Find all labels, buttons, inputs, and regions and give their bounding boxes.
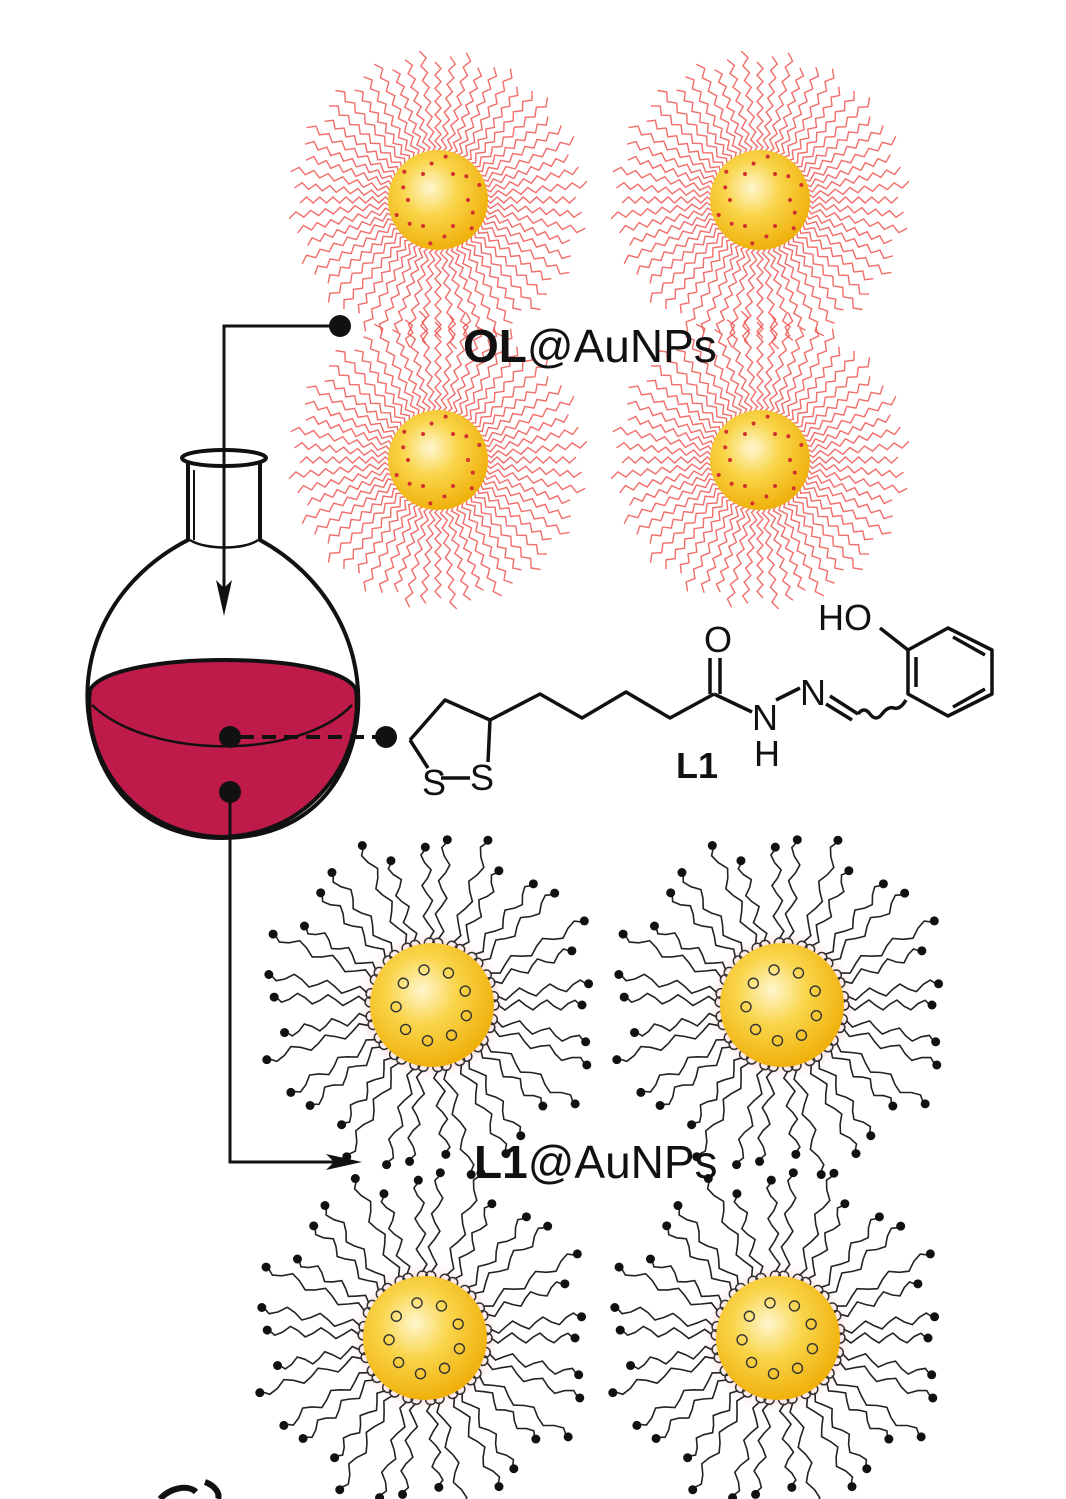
next-panel-fragment [157,1479,222,1499]
ol-nanoparticle [610,310,910,610]
round-bottom-flask-icon [85,448,361,841]
l1-nanoparticle [255,1168,587,1499]
atom-o-label: O [704,619,732,660]
ol-label-suffix: @AuNPs [527,320,717,372]
oleylamine-gold-nanoparticles [288,50,910,610]
output-arrow [219,781,362,1170]
l1-nanoparticle [612,835,944,1180]
atom-s2-label: S [470,757,494,798]
l1-nanoparticle [608,1168,940,1499]
ol-label-prefix: OL [463,320,527,372]
atom-ho-label: HO [818,597,872,638]
ligand-link [219,726,397,748]
atom-n2-label: N [800,672,826,713]
l1-nanoparticle [262,835,594,1180]
ol-nanoparticle [610,50,910,350]
ol-nanoparticle [288,310,588,610]
atom-h-label: H [754,733,780,774]
ol-nanoparticle [288,50,588,350]
atom-s1-label: S [422,762,446,803]
l1-label-prefix: L1 [474,1136,528,1188]
ol-aunps-label: OL@AuNPs [463,320,717,372]
l1-gold-nanoparticles [255,835,944,1499]
l1-label-suffix: @AuNPs [528,1136,718,1188]
l1-aunps-label: L1@AuNPs [474,1136,718,1188]
flask-solution [87,658,359,840]
input-arrow [216,315,351,616]
atom-n1-label: N [752,697,778,738]
flask-outline [85,458,361,841]
ligand-l1-structure [408,626,994,780]
ligand-name-label: L1 [676,745,718,786]
